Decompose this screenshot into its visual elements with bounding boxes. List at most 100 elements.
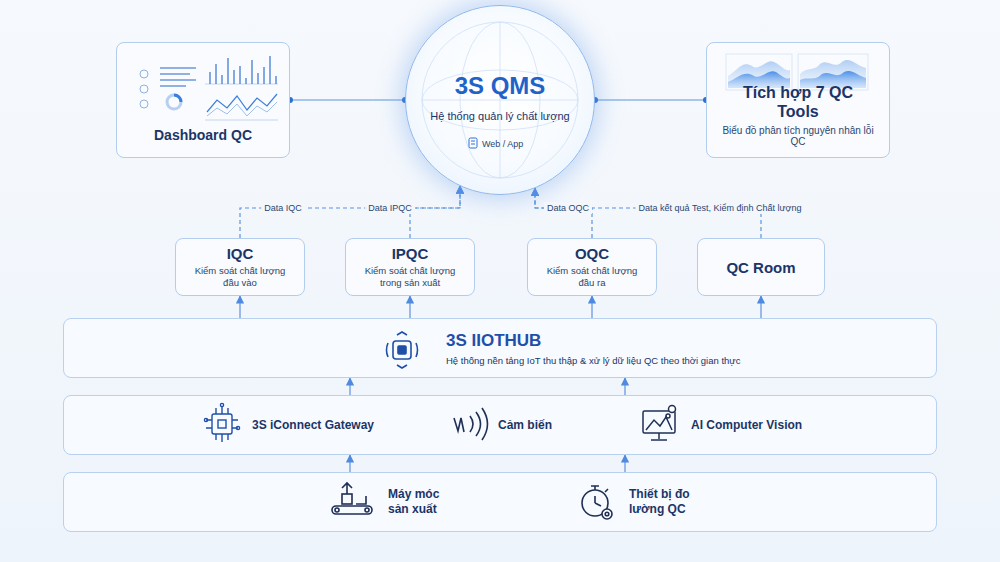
dashboard-chart bbox=[160, 67, 196, 69]
app-icon bbox=[469, 138, 477, 148]
globe-lines bbox=[500, 22, 501, 178]
stopwatch-icon bbox=[602, 509, 612, 519]
machine-icon bbox=[356, 496, 366, 504]
app-icon bbox=[471, 144, 475, 145]
gateway-icon bbox=[204, 418, 207, 421]
connector bbox=[240, 186, 460, 238]
hub-icon bbox=[397, 365, 407, 368]
dashboard-chart bbox=[207, 94, 277, 112]
hub-icon bbox=[387, 343, 389, 357]
stopwatch-icon bbox=[582, 490, 608, 516]
node-subtitle: Kiểm soát chất lượng đầu vào bbox=[192, 265, 288, 289]
globe-lines bbox=[422, 22, 578, 178]
node-title: OQC bbox=[575, 245, 609, 262]
sensor-icon bbox=[476, 412, 481, 436]
qc-room-box: QC Room bbox=[697, 238, 825, 296]
node-subtitle: Thiết bị đo lường QC bbox=[629, 487, 709, 517]
connector bbox=[410, 296, 411, 318]
stage-box: IQC Kiểm soát chất lượng đầu vào bbox=[175, 238, 305, 296]
hub-icon bbox=[416, 343, 418, 357]
machine-icon bbox=[365, 508, 369, 512]
connector bbox=[624, 455, 625, 472]
connector bbox=[287, 97, 408, 103]
connector bbox=[349, 378, 350, 395]
connector bbox=[240, 186, 460, 238]
node-title: 3S iConnect Gateway bbox=[252, 418, 374, 432]
area-chart bbox=[798, 54, 868, 90]
system-circle: 3S QMSHệ thống quản lý chất lượngWeb / A… bbox=[405, 5, 595, 195]
node-title: 3S IIOTHUB bbox=[446, 331, 541, 351]
gateway-icon bbox=[212, 414, 232, 434]
connector bbox=[761, 296, 762, 318]
device-band: 3S iConnect GatewayCảm biếnAI Computer V… bbox=[63, 395, 937, 455]
dashboard-chart bbox=[140, 85, 148, 93]
node-title: QC Room bbox=[726, 259, 795, 276]
edge-label: Data IPQC bbox=[365, 202, 415, 214]
dashboard-chart bbox=[160, 85, 186, 87]
hub-icon bbox=[393, 341, 411, 359]
area-chart bbox=[726, 54, 868, 90]
stopwatch-icon bbox=[591, 486, 608, 492]
area-chart bbox=[728, 61, 790, 88]
dashboard-chart bbox=[140, 70, 148, 78]
connector bbox=[535, 188, 592, 238]
node-title: Tích hợp 7 QC Tools bbox=[742, 83, 854, 121]
dashboard-chart bbox=[140, 56, 278, 120]
connector bbox=[409, 296, 410, 318]
connector bbox=[350, 455, 625, 472]
machine-icon bbox=[335, 508, 339, 512]
connector bbox=[760, 296, 761, 318]
dashboard-chart bbox=[207, 102, 277, 116]
vision-icon bbox=[646, 417, 672, 430]
globe-lines bbox=[422, 100, 578, 101]
connector bbox=[349, 455, 350, 472]
area-chart bbox=[800, 60, 866, 88]
globe-lines bbox=[422, 22, 578, 178]
connector bbox=[592, 97, 709, 103]
gateway-icon bbox=[236, 426, 239, 429]
dashboard-chart bbox=[167, 95, 181, 109]
stopwatch-icon bbox=[582, 486, 612, 519]
globe-lines bbox=[460, 22, 540, 178]
hub-icon bbox=[398, 346, 406, 354]
dashboard-box: Dashboard QC bbox=[116, 42, 290, 158]
connector bbox=[240, 296, 241, 318]
machine-icon bbox=[342, 494, 352, 504]
dashboard-chart bbox=[205, 84, 278, 85]
dashboard-chart bbox=[210, 56, 276, 84]
gateway-icon bbox=[206, 406, 238, 442]
dashboard-chart bbox=[205, 120, 278, 121]
machine-icon bbox=[332, 506, 372, 514]
node-subtitle: Biểu đồ phân tích nguyên nhân lỗi QC bbox=[715, 125, 881, 147]
edge-label: Data OQC bbox=[544, 202, 592, 214]
area-chart bbox=[726, 54, 792, 90]
connector bbox=[591, 296, 592, 318]
gateway-icon bbox=[218, 420, 226, 428]
machine-icon bbox=[332, 483, 372, 514]
edge-label: Data IQC bbox=[261, 202, 305, 214]
connector bbox=[592, 296, 593, 318]
sensor-icon bbox=[482, 408, 488, 440]
dashboard-chart bbox=[160, 79, 196, 81]
node-subtitle: Web / App bbox=[482, 139, 523, 149]
node-title: IQC bbox=[227, 245, 254, 262]
node-title: Dashboard QC bbox=[154, 127, 252, 143]
vision-icon bbox=[643, 406, 676, 441]
vision-icon bbox=[658, 433, 660, 439]
vision-icon bbox=[643, 411, 675, 433]
node-title: Máy móc sản xuất bbox=[388, 487, 458, 517]
dashboard-chart bbox=[160, 73, 190, 75]
sensor-icon bbox=[454, 418, 464, 432]
connector bbox=[410, 186, 460, 238]
node-subtitle: AI Computer Vision bbox=[691, 418, 802, 432]
node-subtitle: Hệ thống quản lý chất lượng bbox=[406, 110, 594, 122]
connector bbox=[239, 296, 240, 318]
area-chart bbox=[800, 71, 866, 88]
node-subtitle: Hệ thống nền tảng IoT thu thập & xử lý d… bbox=[446, 355, 740, 366]
connector bbox=[624, 378, 625, 395]
node-subtitle: Kiểm soát chất lượng trong sản xuất bbox=[362, 265, 458, 289]
globe-lines bbox=[422, 70, 578, 130]
vision-icon bbox=[669, 406, 676, 413]
edge-label: Data kết quả Test, Kiểm định Chất lượng bbox=[636, 202, 805, 214]
